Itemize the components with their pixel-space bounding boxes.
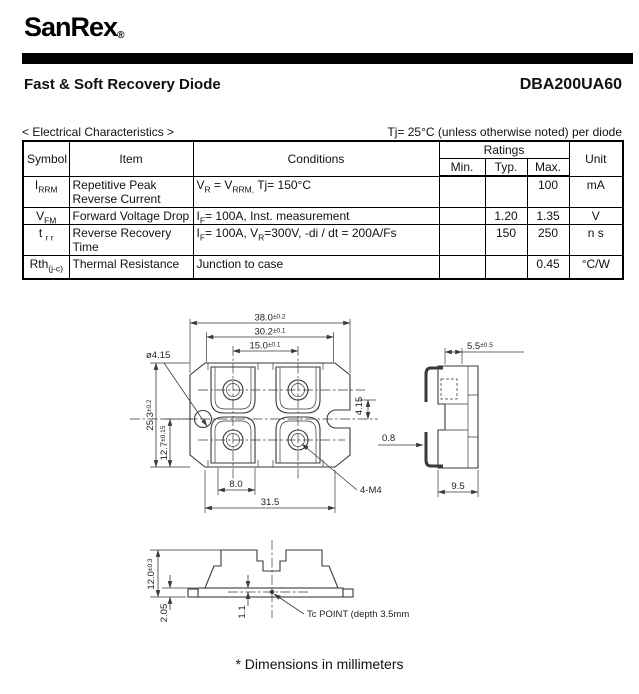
condition-note: Tj= 25°C (unless otherwise noted) per di… — [387, 125, 622, 139]
terminal-tab-top — [424, 366, 443, 402]
cell-unit: n s — [568, 223, 624, 256]
cell-symbol: Rth(j-c) — [22, 254, 70, 280]
cell-item: Forward Voltage Drop — [68, 206, 194, 225]
mounting-hole-left — [193, 409, 213, 429]
dim-side-depth: 9.5 — [451, 481, 464, 492]
dim-base-thickness: 2.05 — [159, 604, 170, 623]
cell-min — [438, 175, 486, 208]
dim-mid-width: 30.2±0.1 — [254, 327, 285, 338]
tc-point-label: Tc POINT (depth 3.5mm — [307, 609, 409, 620]
cell-unit: mA — [568, 175, 624, 208]
module-body-outline — [189, 362, 351, 468]
col-header-unit: Unit — [568, 140, 624, 177]
cell-conditions: IF= 100A, Inst. measurement — [192, 206, 440, 225]
registered-mark: ® — [117, 30, 125, 41]
cell-conditions: Junction to case — [192, 254, 440, 280]
front-silhouette — [204, 549, 339, 589]
dim-side-tab: 5.5±0.5 — [467, 341, 493, 352]
dim-top-width: 38.0±0.2 — [254, 313, 285, 324]
cell-unit: V — [568, 206, 624, 225]
side-body-outline — [437, 365, 479, 469]
col-header-min: Min. — [438, 158, 486, 177]
dim-tab-thickness: 0.8 — [382, 433, 395, 444]
cell-max: 0.45 — [526, 254, 570, 280]
front-view: 12.0±0.3 2.05 1.1 Tc POINT (depth 3.5mm — [146, 540, 409, 622]
dim-pad-width: 8.0 — [229, 479, 242, 490]
cell-item: Reverse Recovery Time — [68, 223, 194, 256]
cell-min — [438, 206, 486, 225]
dimensions-note: * Dimensions in millimeters — [235, 656, 404, 672]
dim-front-height: 12.0±0.3 — [146, 558, 157, 589]
dim-body-height: 25.3±0.2 — [145, 399, 156, 430]
cell-typ — [484, 175, 528, 208]
cell-conditions: IF= 100A, VR=300V, -di / dt = 200A/Fs — [192, 223, 440, 256]
col-header-symbol: Symbol — [22, 140, 70, 177]
col-header-ratings: Ratings — [438, 140, 570, 159]
cell-conditions: VR = VRRM, Tj= 150°C — [192, 175, 440, 208]
cell-symbol: VFM — [22, 206, 70, 225]
tc-point-marker — [269, 589, 275, 595]
top-view: 38.0±0.2 30.2±0.1 15.0±0.1 ø4.15 25.3±0.… — [130, 313, 382, 513]
section-caption: < Electrical Characteristics > — [22, 125, 175, 139]
cell-min — [438, 223, 486, 256]
col-header-item: Item — [68, 140, 194, 177]
dim-terminal-pitch: 31.5 — [261, 497, 280, 508]
product-type-title: Fast & Soft Recovery Diode — [24, 76, 221, 93]
dim-tc-offset: 1.1 — [237, 605, 248, 618]
cell-item: Thermal Resistance — [68, 254, 194, 280]
cell-typ — [484, 254, 528, 280]
brand-logo: SanRex® — [24, 12, 124, 43]
cell-item: Repetitive Peak Reverse Current — [68, 175, 194, 208]
part-number: DBA200UA60 — [519, 76, 622, 93]
header-row-1: Symbol Item Conditions Ratings Unit — [22, 140, 624, 177]
cell-typ: 150 — [484, 223, 528, 256]
brand-logo-text: SanRex — [24, 12, 118, 42]
col-header-typ: Typ. — [484, 158, 528, 177]
col-header-max: Max. — [526, 158, 570, 177]
cell-unit: °C/W — [568, 254, 624, 280]
table-caption-row: < Electrical Characteristics > Tj= 25°C … — [22, 125, 622, 139]
title-row: Fast & Soft Recovery Diode DBA200UA60 — [24, 76, 622, 94]
terminal-tab-bottom — [424, 432, 443, 468]
cell-symbol: t r r — [22, 223, 70, 256]
electrical-characteristics-table: Symbol Item Conditions Ratings Unit Min.… — [22, 140, 625, 280]
cell-typ: 1.20 — [484, 206, 528, 225]
dim-center-offset: 12.7±0.15 — [159, 425, 170, 460]
header-bar — [22, 53, 633, 64]
col-header-conditions: Conditions — [192, 140, 440, 177]
cell-max: 1.35 — [526, 206, 570, 225]
package-outline-drawing: 38.0±0.2 30.2±0.1 15.0±0.1 ø4.15 25.3±0.… — [130, 313, 524, 622]
cell-symbol: IRRM — [22, 175, 70, 208]
dim-slot-offset: 4.15 — [354, 397, 365, 416]
cell-max: 100 — [526, 175, 570, 208]
side-view: 5.5±0.5 0.8 9.5 — [378, 341, 524, 497]
cell-max: 250 — [526, 223, 570, 256]
dim-hole-diameter: ø4.15 — [146, 350, 170, 361]
cell-min — [438, 254, 486, 280]
dim-mount-thread: 4-M4 — [360, 485, 382, 496]
dim-hole-pitch: 15.0±0.1 — [249, 341, 280, 352]
header-row-2: Min. Typ. Max. — [23, 158, 623, 177]
